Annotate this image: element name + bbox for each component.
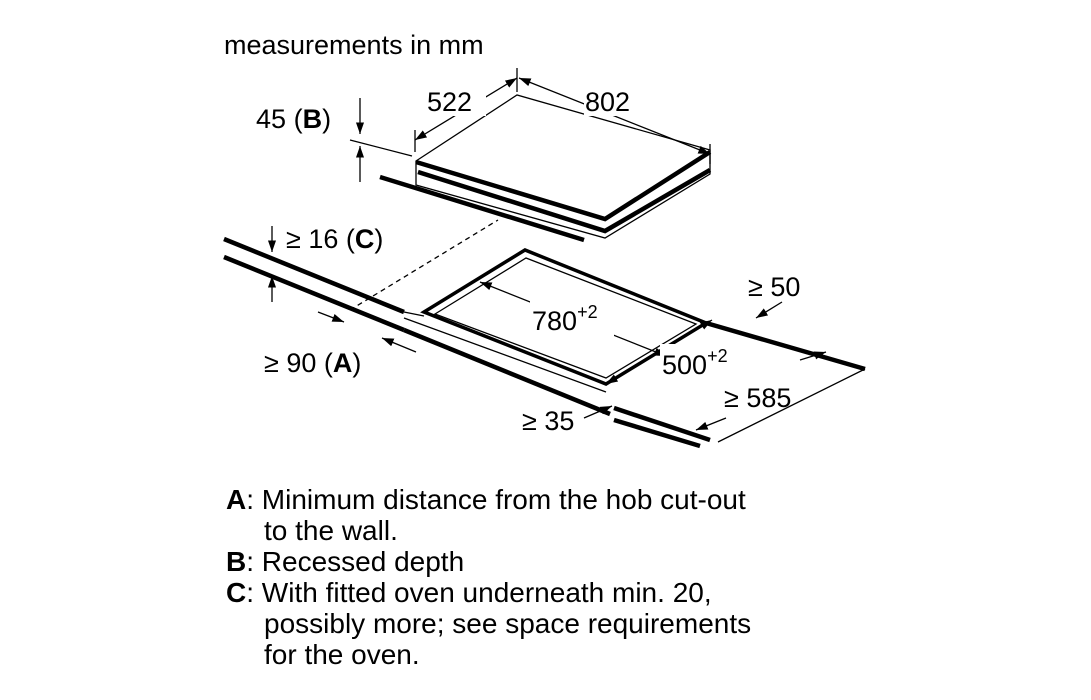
label-hob-width: 802: [585, 87, 630, 117]
label-wall-distance: ≥ 90 (A): [264, 348, 361, 378]
worktop-back-edge-top: [223, 236, 405, 315]
legend-item-a: A: Minimum distance from the hob cut-out: [226, 484, 746, 515]
hob-lower-plate: [379, 174, 585, 243]
legend-item-c: C: With fitted oven underneath min. 20,: [226, 577, 712, 608]
legend-key-c: C: [226, 577, 247, 608]
legend-text-c-line2: possibly more; see space requirements: [264, 608, 752, 639]
hob-drawing: [379, 94, 712, 243]
dimension-cutout-depth: 500+2: [605, 319, 746, 385]
label-front-distance: ≥ 35: [522, 406, 574, 436]
recess-depth-value: 45: [256, 104, 286, 134]
min-gap-key: C: [355, 224, 375, 254]
cutout-width-value: 780: [532, 306, 577, 336]
wall-distance-value: ≥ 90: [264, 348, 316, 378]
hob-top-outline: [415, 94, 711, 239]
worktop-front-right-top: [613, 405, 711, 443]
hob-projection-line: [349, 219, 499, 311]
label-side-clearance: ≥ 50: [748, 272, 800, 302]
min-gap-value: ≥ 16: [286, 224, 338, 254]
dimension-hob-width: 802: [518, 77, 711, 164]
legend-text-c-line3: for the oven.: [264, 639, 420, 670]
dimension-wall-distance: ≥ 90 (A): [264, 311, 417, 378]
label-cutout-width: 780+2: [532, 302, 598, 336]
dimension-cutout-width: 780+2: [479, 281, 667, 357]
dimension-min-gap: ≥ 16 (C): [267, 224, 383, 302]
label-hob-depth: 522: [427, 87, 472, 117]
cutout-width-tolerance: +2: [577, 302, 598, 322]
cutout-depth-tolerance: +2: [707, 346, 728, 366]
legend-text-a-line2: to the wall.: [264, 515, 398, 546]
worktop-back-edge-bottom: [223, 254, 405, 333]
dimension-side-clearance: ≥ 50: [748, 272, 800, 319]
dimension-worktop-depth: ≥ 585: [695, 351, 866, 443]
legend-key-a: A: [226, 484, 247, 515]
worktop-drawing: [223, 219, 866, 449]
worktop-front-right-bottom: [613, 417, 701, 449]
legend: A: Minimum distance from the hob cut-out…: [226, 484, 866, 670]
hob-front-edge: [415, 150, 712, 222]
label-min-gap: ≥ 16 (C): [286, 224, 383, 254]
legend-text-a-line1: Minimum distance from the hob cut-out: [261, 484, 746, 515]
worktop-front-left-top: [403, 327, 611, 417]
legend-item-b: B: Recessed depth: [226, 546, 465, 577]
dimension-recess-depth: 45 (B): [256, 98, 413, 182]
label-worktop-depth: ≥ 585: [724, 383, 791, 413]
legend-text-b-line1: Recessed depth: [261, 546, 465, 577]
wall-distance-key: A: [333, 348, 353, 378]
dimension-front-distance: ≥ 35: [522, 405, 613, 436]
diagram-title: measurements in mm: [224, 30, 484, 60]
label-recess-depth: 45 (B): [256, 104, 331, 134]
label-cutout-depth: 500+2: [662, 346, 728, 380]
worktop-cutout-back-left: [403, 311, 425, 317]
worktop-right-top: [705, 320, 866, 372]
dimension-hob-depth: 522: [414, 68, 518, 152]
hob-bottom-edge: [417, 168, 712, 234]
legend-key-b: B: [226, 546, 247, 577]
recess-depth-key: B: [303, 104, 323, 134]
cutout-depth-value: 500: [662, 350, 707, 380]
legend-text-c-line1: With fitted oven underneath min. 20,: [261, 577, 712, 608]
